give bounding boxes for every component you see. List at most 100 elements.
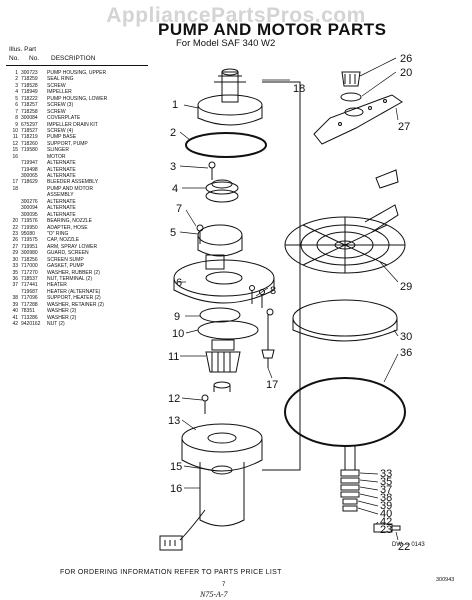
part-number: 718949 xyxy=(21,89,38,96)
callout-8: 8 xyxy=(270,285,276,297)
illus-number: 11 xyxy=(12,134,18,141)
illus-number: 10 xyxy=(12,127,18,134)
illus-number: 33 xyxy=(12,263,18,270)
part-description: BLEEDER ASSEMBLY xyxy=(47,179,99,186)
illus-number: 29 xyxy=(12,250,18,257)
illus-number: 20 xyxy=(12,218,18,225)
heater-element xyxy=(284,377,406,470)
part-number: 95080 xyxy=(21,230,35,237)
callout-5: 5 xyxy=(170,227,176,239)
illus-number: 18 xyxy=(12,185,18,192)
part-description: ALTERNATE xyxy=(47,211,76,218)
part-number: 718527 xyxy=(21,127,38,134)
illus-number: 22 xyxy=(12,224,18,231)
callout-22: 22 xyxy=(398,541,410,553)
nozzle-bearing xyxy=(340,92,362,102)
part-number: 719950 xyxy=(21,224,38,231)
part-description: COVERPLATE xyxy=(47,115,81,122)
callout-2: 2 xyxy=(170,127,176,139)
ordering-info-footer: FOR ORDERING INFORMATION REFER TO PARTS … xyxy=(60,569,282,576)
part-description: WASHER (2) xyxy=(47,314,77,321)
pump-base xyxy=(173,254,275,304)
illus-number: 17 xyxy=(12,179,18,186)
upper-pump-housing xyxy=(197,68,263,126)
watermark: AppliancePartsPros.com xyxy=(106,4,366,27)
callout-1: 1 xyxy=(172,99,178,111)
coverplate xyxy=(199,307,241,323)
illus-number: 35 xyxy=(12,269,18,276)
callout-40: 40 xyxy=(380,508,392,520)
illus-number: 16 xyxy=(12,153,18,160)
part-description: HEATER xyxy=(47,282,67,289)
part-number: 719580 xyxy=(21,147,38,154)
illus-number: 7 xyxy=(15,108,18,115)
sump-screen xyxy=(292,299,398,342)
callout-9: 9 xyxy=(174,311,180,323)
part-description: IMPELLER DRAIN KIT xyxy=(47,121,98,128)
part-description: SCREW xyxy=(47,108,66,115)
part-description: ALTERNATE xyxy=(47,160,76,167)
part-number: 717441 xyxy=(21,282,38,289)
callout-11: 11 xyxy=(168,351,179,363)
part-number: 78351 xyxy=(21,308,35,315)
part-description: SUPPORT, HEATER (2) xyxy=(47,295,101,302)
diagram-code: DW — 0143 xyxy=(392,542,425,548)
part-number: 300095 xyxy=(21,211,38,218)
callout-3: 3 xyxy=(170,161,176,173)
part-description: SCREW (4) xyxy=(47,127,74,134)
illus-number: 23 xyxy=(12,230,18,237)
part-description: SCREW xyxy=(47,82,66,89)
part-number: 718528 xyxy=(21,82,38,89)
part-number: 719498 xyxy=(21,166,38,173)
illus-number: 9 xyxy=(15,121,18,128)
model-subtitle: For Model SAF 340 W2 xyxy=(176,38,276,49)
part-description: SCREEN SUMP xyxy=(47,256,84,263)
callout-37: 37 xyxy=(380,484,392,496)
illus-number: 40 xyxy=(12,308,18,315)
table-header-rule xyxy=(6,65,148,66)
handwritten-note: N75-A-7 xyxy=(200,590,228,599)
document-code: 300943 xyxy=(436,577,455,583)
illus-number: 39 xyxy=(12,301,18,308)
part-number: 9420162 xyxy=(21,321,41,328)
callout-18: 18 xyxy=(293,83,305,95)
callout-20: 20 xyxy=(400,67,412,79)
slinger xyxy=(211,465,233,475)
part-description: IMPELLER xyxy=(47,89,72,96)
part-description: WASHER, RUBBER (2) xyxy=(47,269,100,276)
illus-number: 42 xyxy=(12,321,18,328)
part-number: 718260 xyxy=(21,140,38,147)
part-number: 718629 xyxy=(21,179,38,186)
illus-number: 1 xyxy=(15,70,18,76)
part-number: 300084 xyxy=(21,115,38,122)
part-number: 719947 xyxy=(21,160,38,167)
table-header-description: DESCRIPTION xyxy=(51,55,96,62)
part-description: ALTERNATE xyxy=(47,166,76,173)
part-number: 718257 xyxy=(21,102,38,109)
lower-pump-housing xyxy=(197,224,243,257)
screw-7 xyxy=(196,224,204,244)
part-number: 717270 xyxy=(21,269,38,276)
part-description: PUMP HOUSING, LOWER xyxy=(47,95,108,102)
part-description: WASHER, RETAINER (2) xyxy=(47,301,104,308)
part-number: 300980 xyxy=(21,250,38,257)
callout-29: 29 xyxy=(400,281,412,293)
callout-6: 6 xyxy=(176,277,182,289)
callout-12: 12 xyxy=(168,393,180,405)
part-number: 718258 xyxy=(21,108,38,115)
part-description: SLINGER xyxy=(47,147,69,154)
